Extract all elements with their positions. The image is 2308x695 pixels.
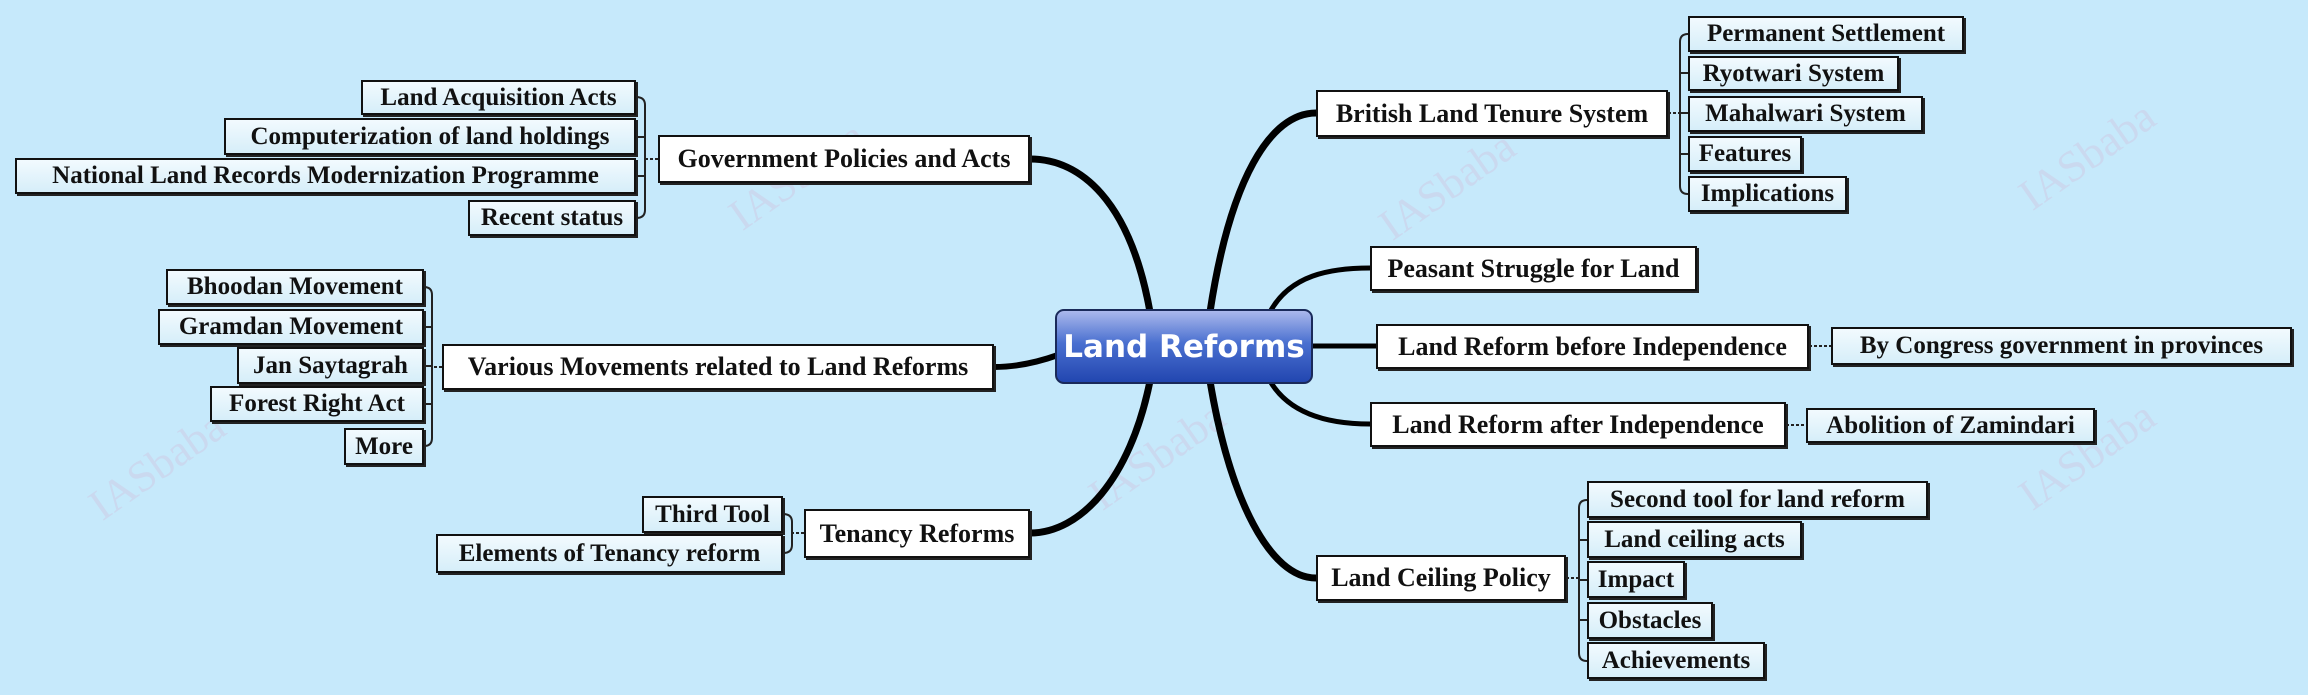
subtopic[interactable]: Gramdan Movement [158,309,424,345]
topic-land-ceiling[interactable]: Land Ceiling Policy [1316,555,1566,601]
subtopic[interactable]: Obstacles [1587,602,1713,639]
subtopic[interactable]: Third Tool [642,496,783,533]
subtopic[interactable]: Implications [1688,176,1847,212]
subtopic[interactable]: Computerization of land holdings [224,118,636,155]
central-topic[interactable]: Land Reforms [1055,309,1313,384]
subtopic[interactable]: Abolition of Zamindari [1806,408,2095,443]
topic-peasant-struggle[interactable]: Peasant Struggle for Land [1370,246,1697,291]
subtopic[interactable]: Recent status [468,200,636,236]
topic-british-land-tenure[interactable]: British Land Tenure System [1316,90,1668,137]
subtopic[interactable]: More [344,428,424,465]
topic-after-independence[interactable]: Land Reform after Independence [1370,402,1786,447]
topic-tenancy-reforms[interactable]: Tenancy Reforms [804,509,1030,558]
subtopic[interactable]: Ryotwari System [1688,56,1899,91]
subtopic[interactable]: Elements of Tenancy reform [436,534,783,573]
subtopic[interactable]: Bhoodan Movement [166,269,424,305]
topic-before-independence[interactable]: Land Reform before Independence [1376,324,1809,369]
subtopic[interactable]: Forest Right Act [210,386,424,422]
subtopic[interactable]: Second tool for land reform [1587,481,1928,518]
topic-government-policies[interactable]: Government Policies and Acts [658,135,1030,183]
subtopic[interactable]: Land ceiling acts [1587,521,1802,558]
topic-various-movements[interactable]: Various Movements related to Land Reform… [442,344,994,390]
subtopic[interactable]: Features [1688,136,1802,172]
subtopic[interactable]: Jan Saytagrah [237,347,424,384]
subtopic[interactable]: Impact [1587,561,1685,598]
subtopic[interactable]: Achievements [1587,642,1765,679]
subtopic[interactable]: Permanent Settlement [1688,16,1964,52]
subtopic[interactable]: National Land Records Modernization Prog… [15,158,636,194]
subtopic[interactable]: By Congress government in provinces [1831,327,2292,365]
subtopic[interactable]: Mahalwari System [1688,96,1923,132]
subtopic[interactable]: Land Acquisition Acts [361,80,636,115]
